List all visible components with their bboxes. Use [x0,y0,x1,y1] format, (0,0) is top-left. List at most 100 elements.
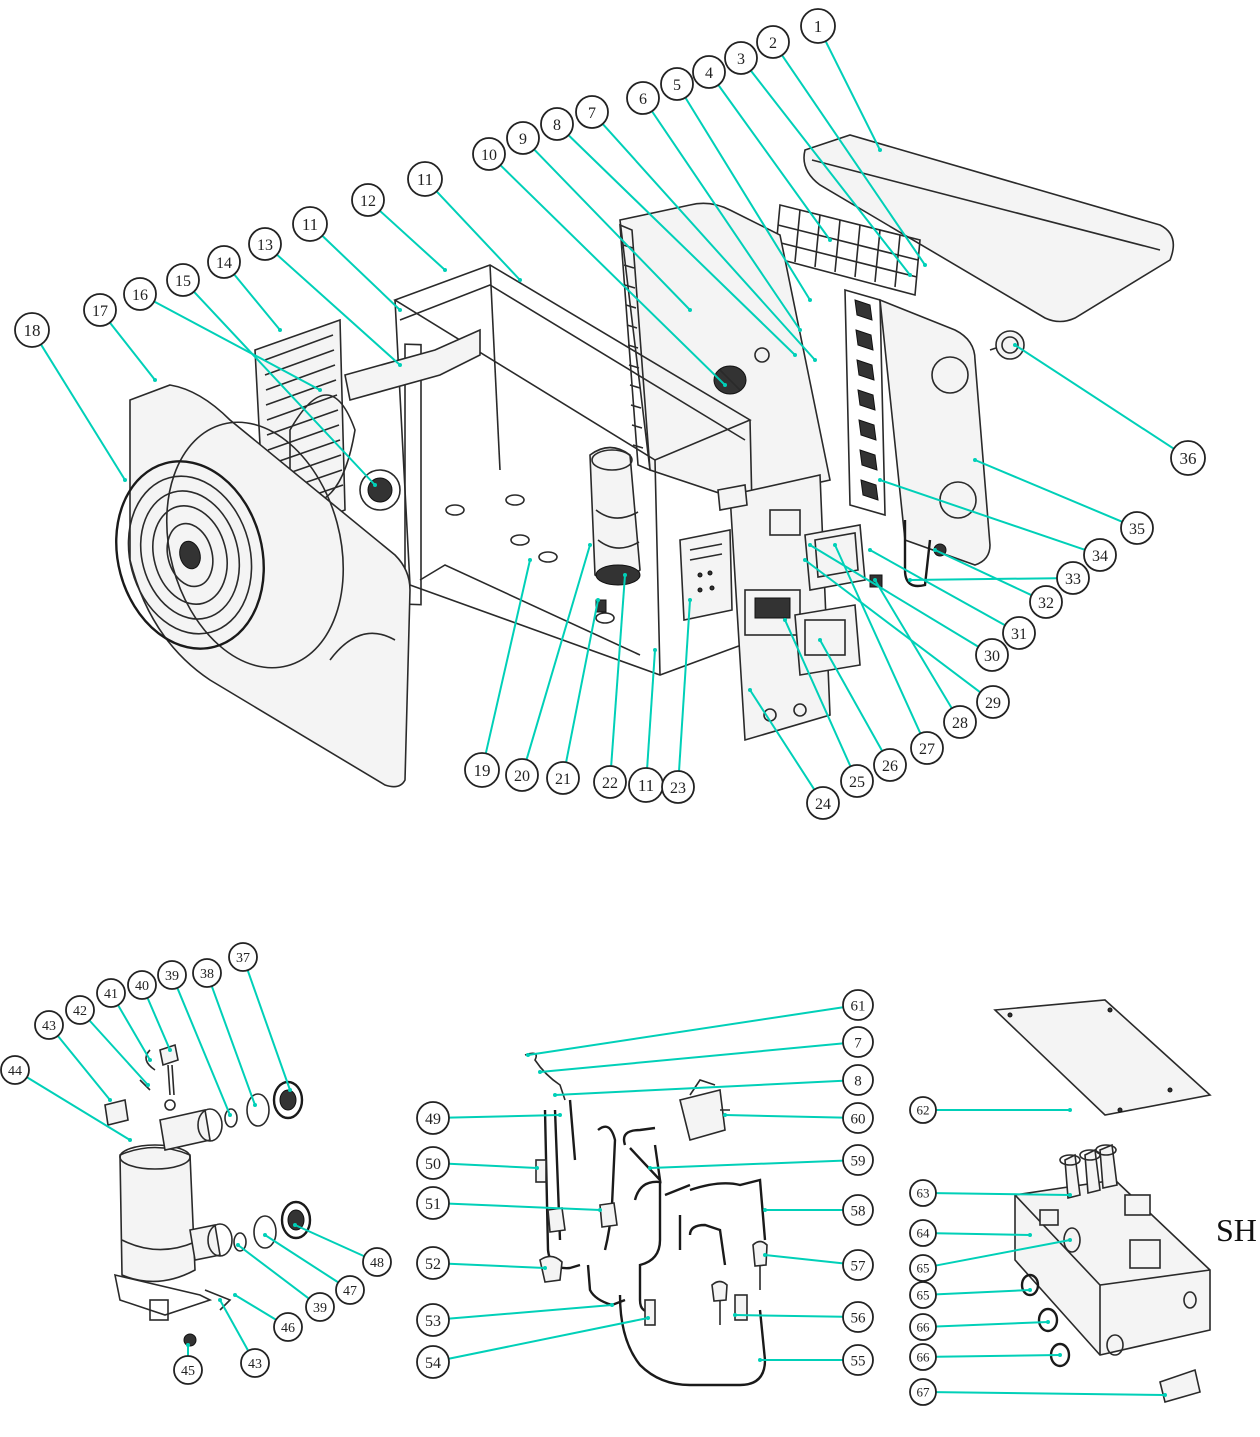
callout-number: 49 [425,1111,441,1128]
base-plate [445,494,615,624]
callout-number: 14 [216,255,232,272]
callout-number: 65 [917,1288,930,1303]
callout-circle [362,1247,392,1277]
callout-c7: 7 [575,95,609,129]
leader-tip-c50 [535,1166,539,1170]
callout-circle [127,970,157,1000]
cable-gland-2 [1037,1307,1059,1333]
leader-c50 [448,1162,538,1169]
callout-c43a: 43 [34,1010,64,1040]
callout-circle [800,8,836,44]
callout-c27: 27 [910,731,944,765]
leader-tip-c58 [763,1208,767,1212]
callout-circle [909,1343,937,1371]
callout-c8b: 8 [842,1064,874,1096]
callout-circle [248,227,282,261]
callout-c45: 45 [173,1355,203,1385]
leader-c12 [379,210,446,271]
callout-number: 63 [917,1186,930,1201]
leader-tip-c5 [808,298,812,302]
leader-tip-c40 [168,1048,172,1052]
exchanger-base [113,1273,213,1316]
o-ring-upper [224,1108,238,1128]
terminal-block [1039,1209,1059,1226]
callout-number: 19 [474,761,491,780]
callout-circle [34,1010,64,1040]
callout-number: 61 [851,998,866,1014]
leader-c36 [1014,344,1175,450]
leader-tip-c60 [723,1113,727,1117]
callout-circle [505,758,539,792]
callout-c2: 2 [756,25,790,59]
leader-c8 [567,134,796,356]
callout-number: 34 [1092,548,1108,565]
callout-c40: 40 [127,970,157,1000]
leader-tip-c26 [818,638,822,642]
leader-tip-c66b [1058,1353,1062,1357]
callout-number: 54 [425,1355,441,1372]
callout-circle [909,1378,937,1406]
callout-c10: 10 [472,137,506,171]
callout-number: 44 [8,1064,22,1079]
callout-circle [692,55,726,89]
callout-c49: 49 [416,1101,450,1135]
leader-c5 [684,97,811,301]
leader-c67 [935,1391,1166,1396]
callout-c63: 63 [909,1179,937,1207]
callout-number: 26 [882,758,898,775]
electrical-box [679,529,733,621]
callout-number: 66 [917,1350,931,1365]
callout-circle [65,995,95,1025]
leader-c53 [448,1304,613,1320]
callout-number: 37 [236,951,250,966]
leader-c30 [809,544,979,648]
callout-number: 4 [705,65,713,82]
leader-c43a [57,1035,111,1101]
callout-circle [123,277,157,311]
leader-c16 [153,300,321,391]
callout-number: 58 [851,1203,866,1219]
leader-c21 [565,599,599,763]
callout-number: 1 [814,17,823,36]
leader-c54 [448,1317,649,1360]
leader-tip-c10 [723,383,727,387]
callout-number: 67 [917,1385,931,1400]
callout-number: 15 [175,273,191,290]
leader-c2 [781,54,926,266]
callout-circle [416,1186,450,1220]
callout-c39a: 39 [157,960,187,990]
refrigerant-piping [524,1052,768,1387]
leader-tip-c63 [1068,1193,1072,1197]
capacitor-1 [1064,1153,1081,1200]
callout-number: 10 [481,147,497,164]
leader-tip-c31 [868,548,872,552]
callout-c14: 14 [207,245,241,279]
leader-tip-c1 [878,148,882,152]
callout-circle [166,263,200,297]
leader-c14 [233,273,281,331]
callout-circle [416,1345,450,1379]
leader-tip-c62 [1068,1108,1072,1112]
callout-number: 51 [425,1196,441,1213]
callout-circle [842,1026,874,1058]
callout-c67: 67 [909,1378,937,1406]
cover-plate [1159,1368,1201,1403]
callout-circle [1083,538,1117,572]
callout-circle [724,41,758,75]
leader-tip-c17 [153,378,157,382]
leader-c28 [874,579,953,709]
callout-c4: 4 [692,55,726,89]
callout-circle [1056,561,1090,595]
callout-c52: 52 [416,1246,450,1280]
leader-c59 [649,1159,844,1169]
callout-circle [1029,585,1063,619]
leader-c37 [246,969,291,1091]
leader-c7b [539,1042,844,1073]
leader-c17 [109,321,156,381]
callout-c34: 34 [1083,538,1117,572]
callout-circle [335,1275,365,1305]
leader-c7 [601,123,816,361]
callout-number: 33 [1065,571,1081,588]
fan-guard [115,460,265,650]
exchanger-body [119,1146,196,1283]
